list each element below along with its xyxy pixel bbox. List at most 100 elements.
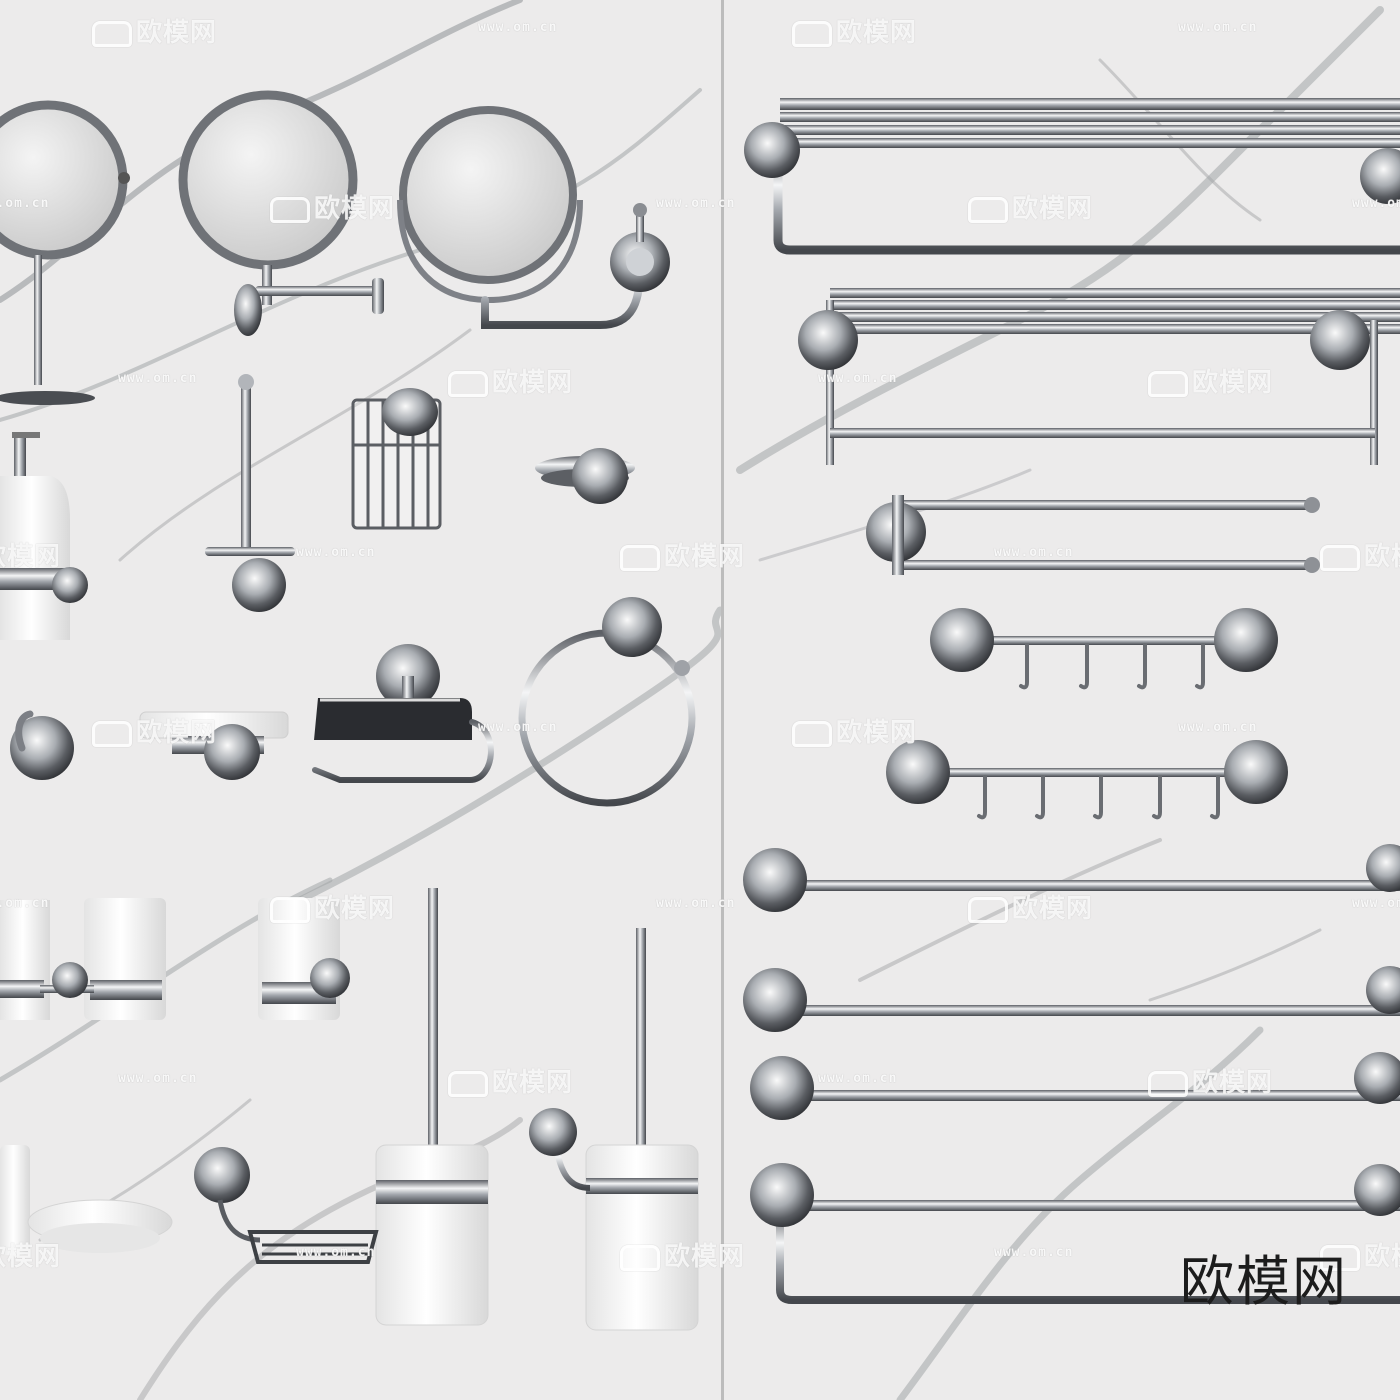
watermark-url: www.om.cn xyxy=(478,20,558,35)
watermark-brand-text: 欧模网 xyxy=(0,542,62,572)
hook-rail-five xyxy=(886,740,1288,820)
logo-icon xyxy=(92,20,132,47)
watermark-url: www.om.cn xyxy=(656,196,736,211)
double-towel-bar xyxy=(866,495,1320,575)
logo-icon xyxy=(1148,1070,1188,1097)
watermark-brand-text: 欧模网 xyxy=(1364,1242,1400,1272)
watermark-url: www.om.cn xyxy=(818,371,898,386)
watermark-brand-text: 欧模网 xyxy=(492,1068,574,1098)
watermark-brand: 欧模网 xyxy=(92,712,217,749)
watermark-brand-text: 欧模网 xyxy=(0,1242,62,1272)
watermark-brand: 欧模网 xyxy=(792,12,917,49)
watermark-brand: 欧模网 xyxy=(1148,1062,1273,1099)
watermark-brand: 欧模网 xyxy=(92,12,217,49)
spare-roll-holder xyxy=(205,374,295,612)
swing-arm-mirror xyxy=(178,90,384,336)
tumbler-holder-single xyxy=(258,898,350,1020)
watermark-brand: 欧模网 xyxy=(0,536,61,573)
watermark-url: www.om.cn xyxy=(1178,20,1258,35)
watermark-brand: 欧模网 xyxy=(448,1062,573,1099)
watermark-url: www.om.cn xyxy=(0,196,50,211)
watermark-url: www.om.cn xyxy=(818,1071,898,1086)
wire-basket xyxy=(351,388,442,530)
watermark-brand: 欧模网 xyxy=(968,888,1093,925)
watermark-brand-text: 欧模网 xyxy=(664,1242,746,1272)
watermark-brand-text: 欧模网 xyxy=(1192,368,1274,398)
wall-soap-dish xyxy=(535,448,635,504)
logo-icon xyxy=(620,1244,660,1271)
watermark-url: www.om.cn xyxy=(994,1245,1074,1260)
watermark-brand: 欧模网 xyxy=(1148,362,1273,399)
watermark-url: www.om.cn xyxy=(118,1071,198,1086)
wall-toilet-brush xyxy=(529,928,699,1331)
watermark-brand: 欧模网 xyxy=(0,1236,61,1273)
watermark-brand-text: 欧模网 xyxy=(836,18,918,48)
watermark-brand: 欧模网 xyxy=(448,362,573,399)
toilet-brush-holder xyxy=(375,888,489,1326)
porcelain-soap-plate xyxy=(0,1145,173,1255)
watermark-brand: 欧模网 xyxy=(620,1236,745,1273)
watermark-brand-text: 欧模网 xyxy=(1012,194,1094,224)
logo-icon xyxy=(270,196,310,223)
watermark-brand-text: 欧模网 xyxy=(136,18,218,48)
watermark-brand-text: 欧模网 xyxy=(1192,1068,1274,1098)
watermark-brand-text: 欧模网 xyxy=(314,194,396,224)
watermark-url: www.om.cn xyxy=(1352,896,1400,911)
watermark-url: www.om.cn xyxy=(296,545,376,560)
logo-icon xyxy=(270,896,310,923)
logo-icon xyxy=(448,370,488,397)
wire-soap-basket xyxy=(194,1147,379,1264)
robe-hook xyxy=(10,710,74,780)
watermark-brand-text: 欧模网 xyxy=(314,894,396,924)
watermark-brand-text: 欧模网 xyxy=(1012,894,1094,924)
watermark-brand-text: 欧模网 xyxy=(1364,542,1400,572)
watermark-brand: 欧模网 xyxy=(270,888,395,925)
watermark-url: www.om.cn xyxy=(1178,720,1258,735)
panel-seam xyxy=(721,0,724,1400)
towel-ring xyxy=(518,597,696,807)
towel-bar-1 xyxy=(743,844,1400,912)
logo-icon xyxy=(448,1070,488,1097)
towel-shelf-top xyxy=(744,98,1400,255)
watermark-brand: 欧模网 xyxy=(270,188,395,225)
logo-icon xyxy=(792,720,832,747)
logo-icon xyxy=(1320,1244,1360,1271)
watermark-brand: 欧模网 xyxy=(1320,536,1400,573)
watermark-url: www.om.cn xyxy=(478,720,558,735)
logo-icon xyxy=(968,196,1008,223)
logo-icon xyxy=(1148,370,1188,397)
logo-icon xyxy=(792,20,832,47)
towel-shelf-second xyxy=(798,288,1400,465)
watermark-brand-text: 欧模网 xyxy=(136,718,218,748)
watermark-brand-text: 欧模网 xyxy=(664,542,746,572)
logo-icon xyxy=(1320,544,1360,571)
corner-logo: 欧模网 xyxy=(1180,1250,1348,1313)
tumbler-holder-double xyxy=(0,898,166,1020)
watermark-brand: 欧模网 xyxy=(620,536,745,573)
towel-bar-swing xyxy=(750,1163,1400,1304)
watermark-url: www.om.cn xyxy=(994,545,1074,560)
watermark-brand: 欧模网 xyxy=(1320,1236,1400,1273)
logo-icon xyxy=(620,544,660,571)
watermark-url: www.om.cn xyxy=(118,371,198,386)
pedestal-mirror xyxy=(0,100,130,405)
logo-icon xyxy=(968,896,1008,923)
watermark-brand-text: 欧模网 xyxy=(836,718,918,748)
watermark-brand: 欧模网 xyxy=(792,712,917,749)
towel-bar-3 xyxy=(750,1052,1400,1120)
watermark-url: www.om.cn xyxy=(1352,196,1400,211)
watermark-url: www.om.cn xyxy=(0,896,50,911)
logo-icon xyxy=(92,720,132,747)
toilet-paper-holder xyxy=(312,644,494,783)
hook-rail-four xyxy=(930,608,1278,690)
watermark-url: www.om.cn xyxy=(296,1245,376,1260)
wall-mirror-curved-arm xyxy=(397,106,670,329)
towel-bar-2 xyxy=(743,966,1400,1032)
watermark-url: www.om.cn xyxy=(656,896,736,911)
watermark-brand-text: 欧模网 xyxy=(492,368,574,398)
rectangular-soap-dish xyxy=(139,711,289,780)
watermark-brand: 欧模网 xyxy=(968,188,1093,225)
soap-dispenser xyxy=(0,432,88,640)
